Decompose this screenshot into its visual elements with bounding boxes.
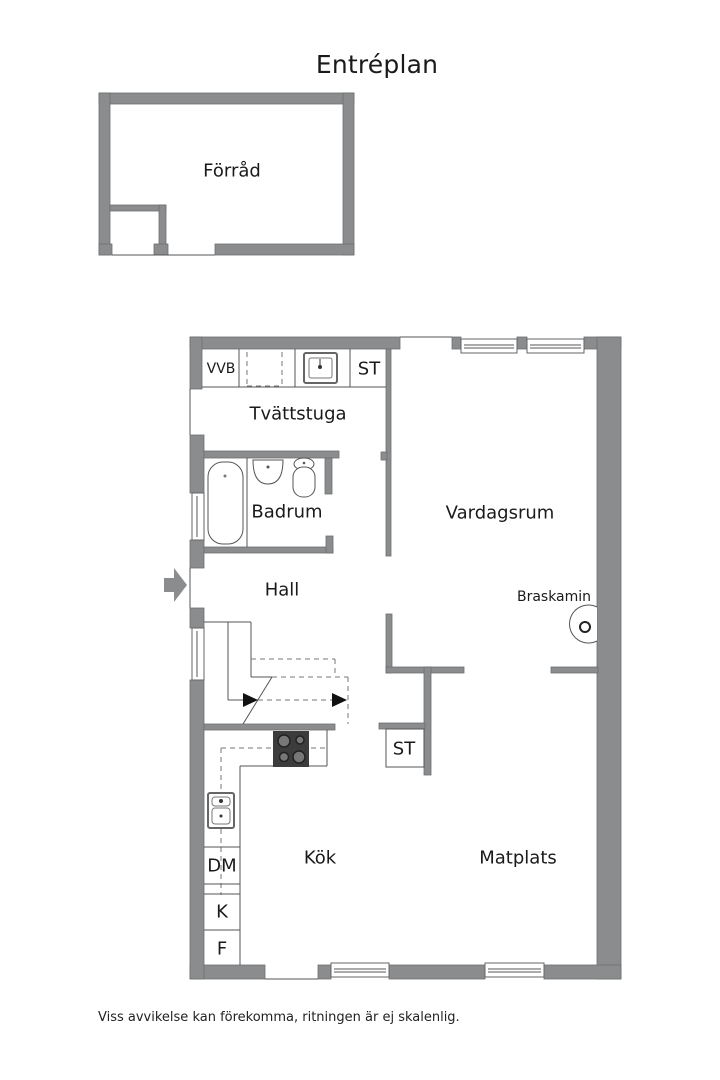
storage-building — [98, 92, 355, 256]
disclaimer-note: Viss avvikelse kan förekomma, ritningen … — [98, 1010, 460, 1025]
room-label-matplats: Matplats — [479, 847, 557, 869]
windows — [191, 338, 585, 978]
bathtub-icon — [207, 461, 244, 545]
kitchen-sink-icon — [207, 792, 235, 829]
room-label-hall: Hall — [264, 579, 300, 601]
fixture-label-braskamin: Braskamin — [516, 589, 592, 605]
fixture-label-f: F — [216, 938, 228, 960]
room-label-forrad: Förråd — [203, 160, 261, 182]
entrance-arrow-icon — [164, 568, 187, 602]
laundry-fixtures — [202, 349, 386, 388]
room-label-kok: Kök — [303, 847, 337, 869]
interior-walls — [203, 348, 599, 776]
fixture-label-st-hall: ST — [392, 738, 416, 760]
toilet-icon — [292, 457, 316, 498]
fireplace-icon — [569, 604, 598, 644]
room-label-vardagsrum: Vardagsrum — [445, 502, 555, 524]
kitchen-counters — [204, 730, 328, 965]
bathroom-fixtures — [207, 457, 316, 547]
stove-icon — [273, 731, 309, 767]
sink-icon — [303, 352, 338, 384]
plan-title: Entréplan — [315, 50, 439, 79]
fixture-label-k: K — [216, 901, 228, 923]
house-outer-walls — [189, 336, 622, 980]
stairs — [204, 621, 349, 725]
fixture-label-dm: DM — [207, 855, 237, 877]
room-label-badrum: Badrum — [251, 501, 323, 523]
washbasin-icon — [252, 459, 284, 485]
fixture-label-vvb: VVB — [206, 361, 236, 377]
room-label-tvattstuga: Tvättstuga — [249, 403, 347, 425]
hall-storage-box — [385, 728, 425, 768]
fixture-label-st-laundry: ST — [357, 358, 381, 380]
